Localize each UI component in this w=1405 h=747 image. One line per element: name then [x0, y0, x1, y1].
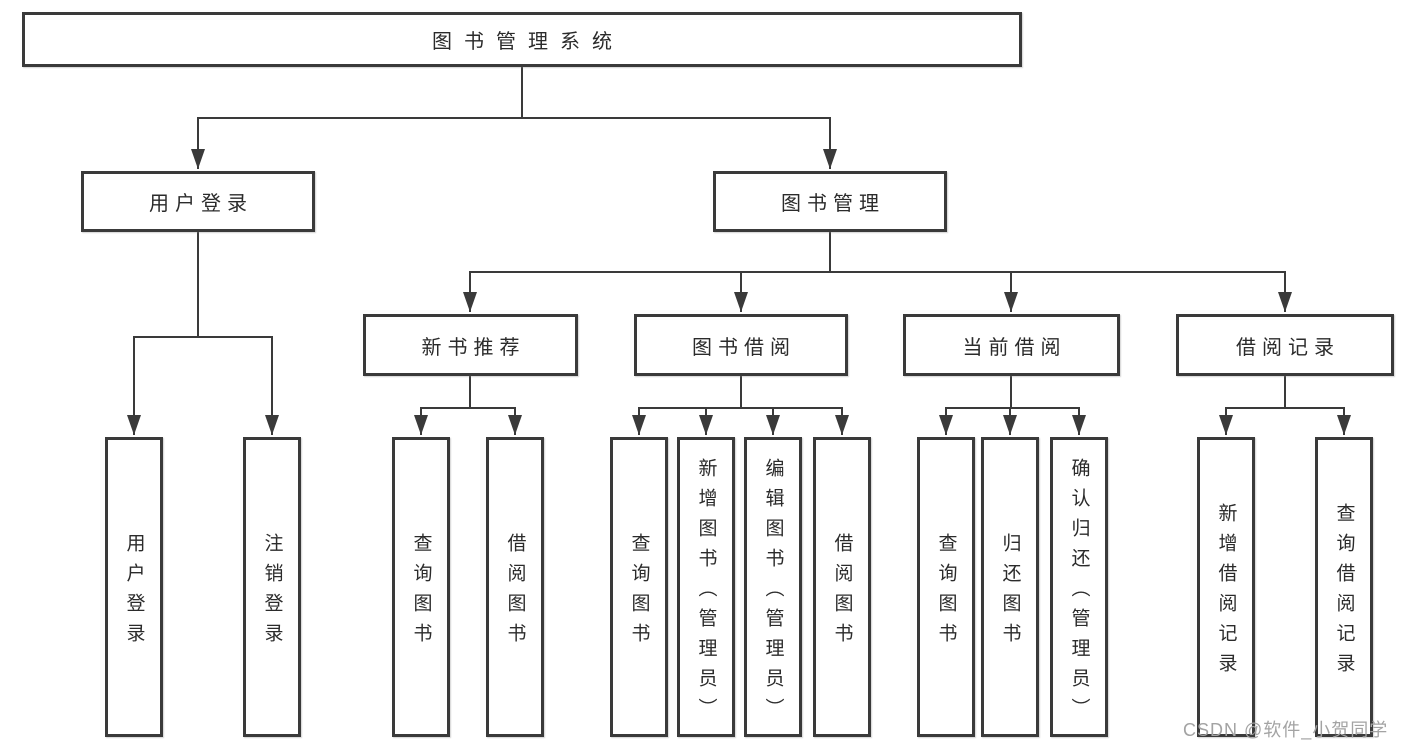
leaf-label: 注销登录	[261, 532, 283, 653]
leaf-label: 查询图书	[410, 532, 432, 653]
node-library-management-system: 图书管理系统	[22, 12, 1022, 67]
leaf-label: 确认归还（管理员）	[1068, 457, 1090, 728]
leaf-label: 借阅图书	[504, 532, 526, 653]
node-current-borrowing: 当前借阅	[903, 314, 1120, 376]
leaf-borrow-books-borrowing: 借阅图书	[813, 437, 871, 737]
node-label: 当前借阅	[962, 336, 1067, 359]
node-new-book-recommend: 新书推荐	[363, 314, 578, 376]
leaf-label: 新增借阅记录	[1215, 502, 1237, 683]
leaf-label: 查询图书	[628, 532, 650, 653]
leaf-confirm-return-admin: 确认归还（管理员）	[1050, 437, 1108, 737]
leaf-label: 新增图书（管理员）	[695, 457, 717, 728]
leaf-logout-login: 注销登录	[243, 437, 301, 737]
leaf-borrow-books-recommend: 借阅图书	[486, 437, 544, 737]
leaf-add-borrow-record: 新增借阅记录	[1197, 437, 1255, 737]
leaf-label: 借阅图书	[831, 532, 853, 653]
leaf-label: 查询借阅记录	[1333, 502, 1355, 683]
leaf-user-login: 用户登录	[105, 437, 163, 737]
node-label: 图书管理系统	[432, 31, 624, 53]
node-label: 新书推荐	[421, 336, 526, 359]
node-label: 图书管理	[781, 193, 885, 215]
node-book-management: 图书管理	[713, 171, 947, 232]
node-label: 图书借阅	[692, 336, 796, 359]
node-label: 用户登录	[149, 193, 253, 215]
leaf-add-book-admin: 新增图书（管理员）	[677, 437, 735, 737]
leaf-query-borrow-record: 查询借阅记录	[1315, 437, 1373, 737]
node-label: 借阅记录	[1236, 336, 1340, 359]
leaf-label: 归还图书	[999, 532, 1021, 653]
node-book-borrowing: 图书借阅	[634, 314, 848, 376]
leaf-query-books-borrowing: 查询图书	[610, 437, 668, 737]
node-user-login: 用户登录	[81, 171, 315, 232]
node-borrowing-records: 借阅记录	[1176, 314, 1394, 376]
csdn-watermark: CSDN @软件_小贺同学	[1183, 720, 1389, 740]
leaf-label: 查询图书	[935, 532, 957, 653]
leaf-edit-book-admin: 编辑图书（管理员）	[744, 437, 802, 737]
leaf-return-books: 归还图书	[981, 437, 1039, 737]
leaf-label: 编辑图书（管理员）	[762, 457, 784, 728]
leaf-query-books-recommend: 查询图书	[392, 437, 450, 737]
leaf-query-books-current: 查询图书	[917, 437, 975, 737]
leaf-label: 用户登录	[123, 532, 145, 653]
